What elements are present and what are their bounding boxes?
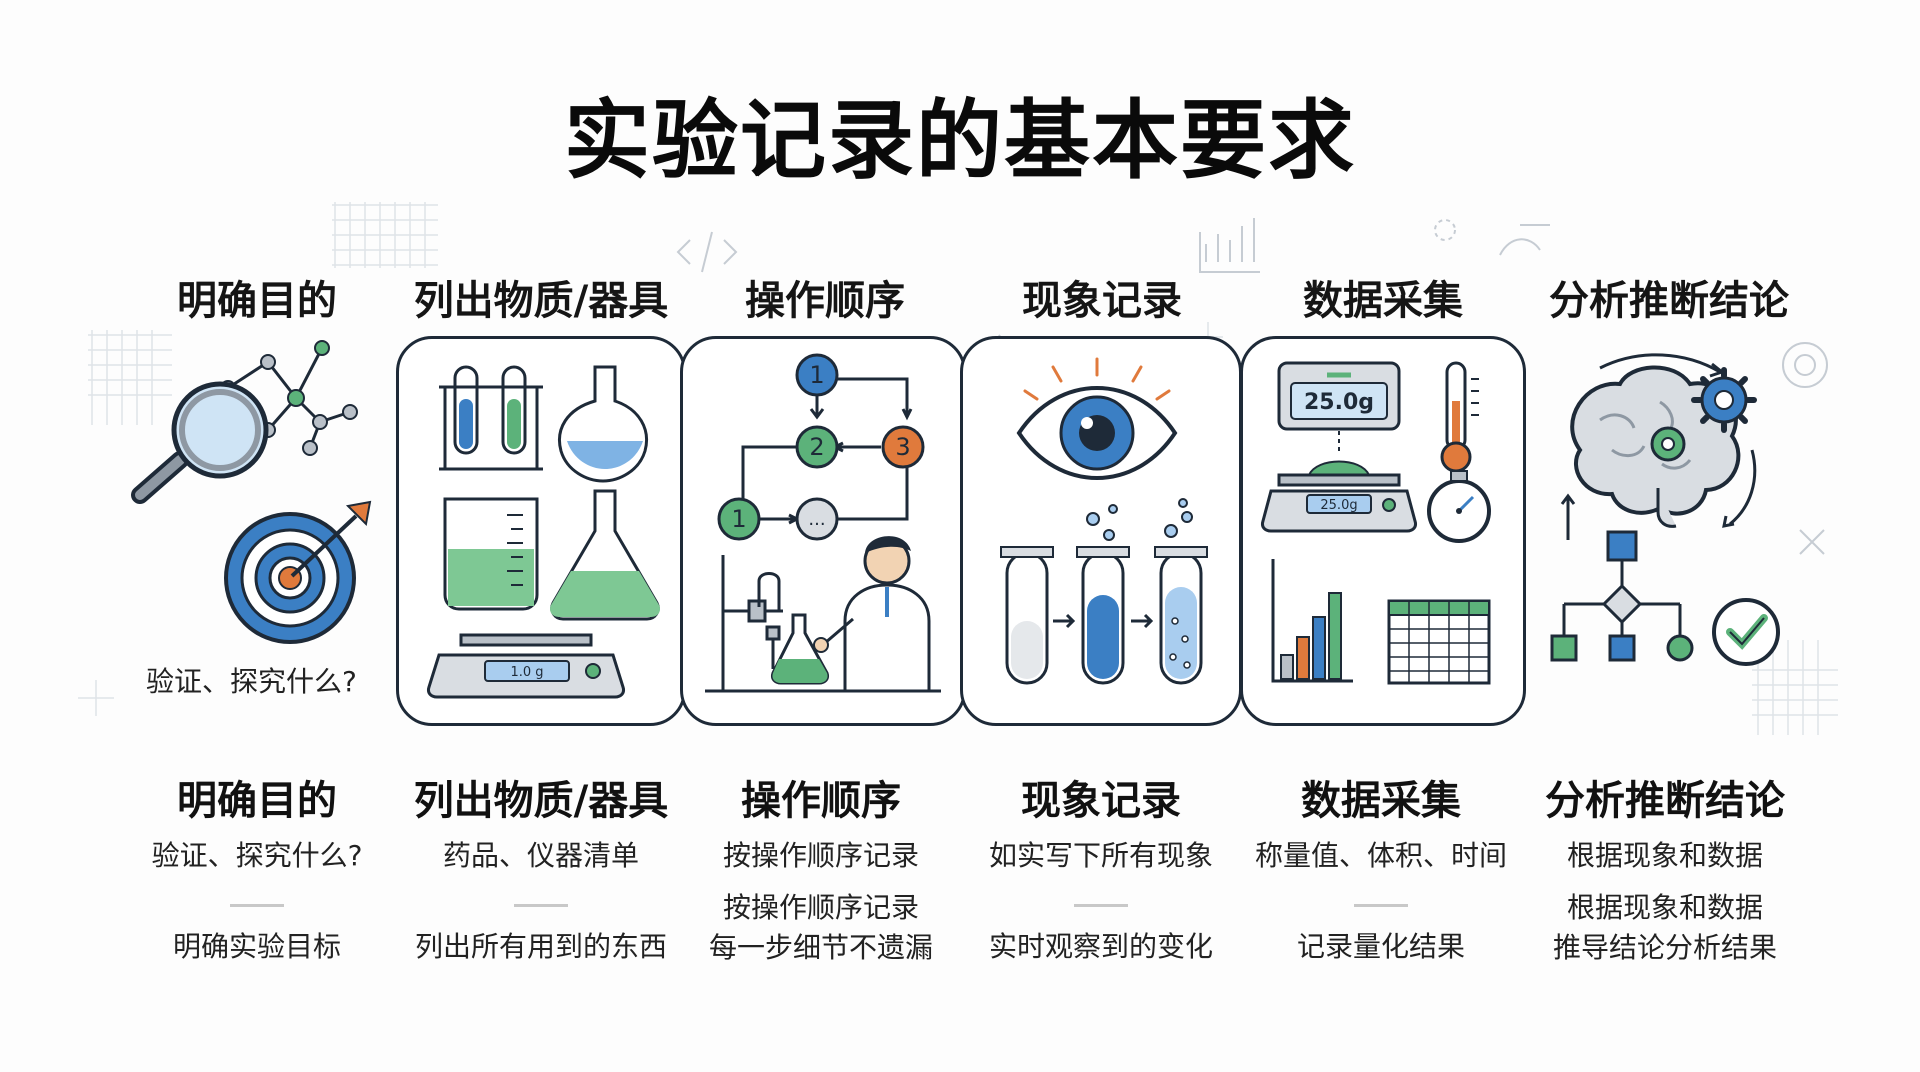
- divider: [1354, 904, 1408, 907]
- flow-node-3: 3: [895, 433, 910, 461]
- balance-reading: 1.0 g: [510, 665, 543, 680]
- summary-note: 明确实验目标: [172, 930, 341, 963]
- summary-title: 数据采集: [1301, 778, 1461, 824]
- flow-node-2: 2: [809, 433, 824, 461]
- flow-node-4: 1: [731, 505, 746, 533]
- purpose-caption: 验证、探究什么?: [146, 665, 357, 698]
- summary-subtitle: 称量值、体积、时间: [1254, 839, 1507, 872]
- step-summary-phenomena: 现象记录 如实写下所有现象 实时观察到的变化: [966, 768, 1236, 967]
- divider: [1074, 904, 1128, 907]
- page-title: 实验记录的基本要求: [564, 91, 1356, 191]
- sequence-card: 1 2 3 1 ...: [680, 336, 966, 726]
- summary-subtitle: 根据现象和数据: [1566, 839, 1763, 872]
- brain-gears-flowchart-icon: [1550, 353, 1780, 666]
- scale-reading: 25.0g: [1320, 498, 1357, 513]
- summary-note: 每一步细节不遗漏: [708, 931, 933, 964]
- flow-node-ellipsis: ...: [808, 509, 825, 530]
- summary-title: 明确目的: [177, 778, 337, 824]
- flow-node-1: 1: [809, 361, 824, 389]
- divider: [230, 904, 284, 907]
- step-summary-sequence: 操作顺序 按操作顺序记录 按操作顺序记录 每一步细节不遗漏: [686, 768, 956, 968]
- purpose-illustration: [100, 330, 400, 650]
- summary-subtitle: 验证、探究什么?: [151, 839, 363, 872]
- materials-card: 1.0 g: [396, 336, 686, 726]
- flowchart-scientist-icon: 1 2 3 1 ...: [705, 353, 941, 693]
- step-summary-materials: 列出物质/器具 药品、仪器清单 列出所有用到的东西: [406, 768, 676, 967]
- target-magnifier-icon: [131, 340, 372, 644]
- step-summary-purpose: 明确目的 验证、探究什么? 明确实验目标: [122, 768, 392, 967]
- lab-equipment-icon: 1.0 g: [427, 365, 661, 699]
- summary-note: 记录量化结果: [1296, 930, 1465, 963]
- display-reading: 25.0g: [1304, 390, 1374, 415]
- summary-title: 操作顺序: [741, 778, 901, 824]
- step-summary-analysis: 分析推断结论 根据现象和数据 根据现象和数据 推导结论分析结果: [1530, 768, 1800, 968]
- analysis-illustration: [1540, 340, 1790, 700]
- data-card: 25.0g 25.0g: [1240, 336, 1526, 726]
- summary-note: 根据现象和数据: [1566, 891, 1763, 924]
- step-heading-purpose: 明确目的: [177, 278, 337, 324]
- step-summary-data: 数据采集 称量值、体积、时间 记录量化结果: [1246, 768, 1516, 967]
- summary-note: 列出所有用到的东西: [414, 930, 667, 963]
- summary-subtitle: 如实写下所有现象: [988, 839, 1213, 872]
- summary-note: 实时观察到的变化: [988, 930, 1213, 963]
- scale-thermometer-chart-icon: 25.0g 25.0g: [1261, 361, 1491, 685]
- summary-note: 按操作顺序记录: [722, 891, 919, 924]
- step-heading-data: 数据采集: [1303, 278, 1463, 324]
- summary-title: 分析推断结论: [1545, 778, 1785, 824]
- summary-note: 推导结论分析结果: [1552, 931, 1777, 964]
- summary-subtitle: 按操作顺序记录: [722, 839, 919, 872]
- phenomena-card: [960, 336, 1242, 726]
- summary-subtitle: 药品、仪器清单: [442, 839, 639, 872]
- eye-test-tubes-icon: [1000, 357, 1208, 685]
- step-heading-materials: 列出物质/器具: [413, 278, 669, 324]
- step-heading-phenomena: 现象记录: [1022, 278, 1182, 324]
- step-heading-analysis: 分析推断结论: [1549, 278, 1789, 324]
- summary-title: 列出物质/器具: [413, 778, 669, 824]
- summary-title: 现象记录: [1021, 778, 1181, 824]
- divider: [514, 904, 568, 907]
- step-heading-sequence: 操作顺序: [745, 278, 905, 324]
